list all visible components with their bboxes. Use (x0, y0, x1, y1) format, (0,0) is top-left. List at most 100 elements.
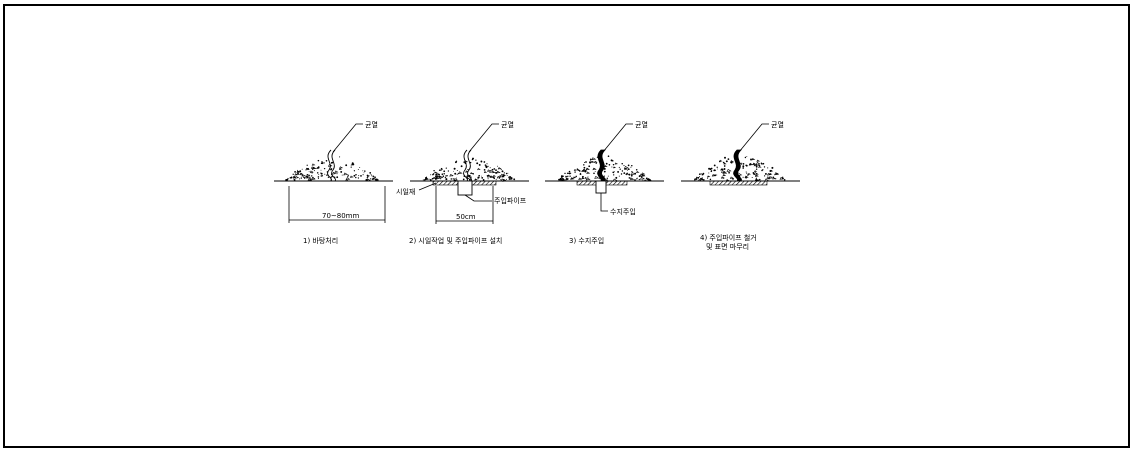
aggregate-dot (613, 171, 615, 173)
aggregate-stone (572, 176, 577, 179)
step-4-crack-label: 균열 (771, 121, 784, 129)
step-2-pipe-label: 주입파이프 (494, 196, 527, 205)
step-3-crack-label: 균열 (635, 121, 648, 129)
aggregate-dot (707, 177, 709, 179)
aggregate-dot (583, 164, 585, 166)
aggregate-dot (703, 179, 705, 181)
aggregate-dot (741, 163, 743, 165)
aggregate-stone (585, 177, 591, 181)
aggregate-dot (456, 170, 458, 171)
aggregate-stone (756, 159, 761, 162)
aggregate-dot (745, 171, 747, 173)
aggregate-stone (302, 174, 308, 178)
aggregate-stone (474, 178, 478, 181)
aggregate-dot (742, 163, 745, 165)
aggregate-dot (472, 173, 474, 175)
aggregate-stone (508, 176, 513, 179)
aggregate-dot (366, 174, 369, 177)
aggregate-dot (438, 173, 440, 176)
aggregate-dot (640, 176, 643, 178)
aggregate-dot (579, 170, 581, 172)
aggregate-dot (584, 170, 587, 173)
aggregate-dot (306, 164, 308, 166)
aggregate-stone (477, 168, 481, 171)
aggregate-dot (724, 156, 726, 159)
aggregate-dot (454, 161, 457, 164)
aggregate-stone (435, 172, 440, 175)
aggregate-dot (287, 177, 289, 179)
aggregate-dot (478, 163, 481, 166)
aggregate-dot (454, 172, 457, 175)
aggregate-stone (502, 173, 507, 177)
aggregate-stone (496, 175, 502, 179)
aggregate-dot (304, 177, 306, 179)
drawing-frame (3, 4, 1130, 448)
aggregate-stone (577, 169, 581, 172)
aggregate-dot (351, 162, 354, 165)
aggregate-stone (296, 172, 301, 176)
aggregate-dot (489, 175, 491, 177)
aggregate-dot (698, 176, 700, 178)
aggregate-dot (775, 178, 777, 180)
aggregate-dot (357, 177, 360, 179)
aggregate-stone (311, 177, 316, 180)
aggregate-stone (434, 174, 440, 178)
aggregate-dot (363, 172, 365, 174)
aggregate-stone (578, 177, 583, 180)
aggregate-dot (340, 170, 343, 173)
aggregate-dot (752, 171, 755, 174)
aggregate-dot (771, 166, 774, 169)
aggregate-dot (626, 169, 628, 171)
aggregate-stone (748, 162, 754, 166)
aggregate-dot (722, 177, 725, 179)
aggregate-dot (501, 170, 504, 173)
aggregate-dot (368, 175, 370, 177)
aggregate-dot (325, 160, 328, 162)
aggregate-dot (320, 175, 323, 177)
aggregate-dot (710, 167, 713, 170)
aggregate-dot (495, 178, 497, 180)
aggregate-stone (754, 174, 759, 177)
aggregate-dot (576, 168, 579, 170)
aggregate-stone (604, 165, 608, 168)
aggregate-dot (308, 174, 310, 176)
aggregate-dot (453, 167, 456, 170)
aggregate-stone (630, 177, 635, 181)
aggregate-dot (309, 178, 312, 181)
aggregate-stone (769, 169, 774, 172)
aggregate-dot (772, 176, 775, 179)
aggregate-dot (367, 177, 369, 179)
aggregate-dot (585, 161, 587, 163)
aggregate-dot (477, 178, 479, 180)
aggregate-dot (438, 175, 441, 178)
aggregate-stone (775, 172, 779, 175)
aggregate-stone (593, 160, 598, 163)
step-4-group: 균열 4) 주입파이프 철거 및 표면 마무리 (681, 121, 800, 251)
aggregate-dot (345, 164, 348, 167)
aggregate-dot (700, 173, 702, 175)
aggregate-dot (365, 179, 368, 181)
step-2-dimension-label: 50cm (456, 213, 476, 221)
aggregate-stone (349, 175, 354, 178)
aggregate-dot (763, 166, 766, 168)
aggregate-dot (443, 172, 445, 175)
aggregate-dot (455, 177, 457, 179)
aggregate-dot (702, 172, 705, 175)
aggregate-dot (429, 179, 432, 181)
aggregate-dot (747, 174, 749, 176)
aggregate-dot (627, 164, 630, 167)
aggregate-dot (696, 176, 698, 179)
aggregate-stone (307, 178, 312, 181)
aggregate-dot (435, 177, 438, 180)
aggregate-dot (711, 169, 713, 171)
aggregate-dot (698, 173, 701, 176)
aggregate-dot (288, 178, 290, 180)
aggregate-dot (317, 176, 320, 178)
aggregate-dot (695, 177, 698, 180)
aggregate-dot (297, 171, 300, 173)
step-4-surface-finish (709, 180, 768, 186)
aggregate-dot (321, 175, 324, 177)
aggregate-stone (483, 171, 488, 173)
aggregate-dot (767, 167, 769, 169)
aggregate-dot (746, 155, 748, 157)
